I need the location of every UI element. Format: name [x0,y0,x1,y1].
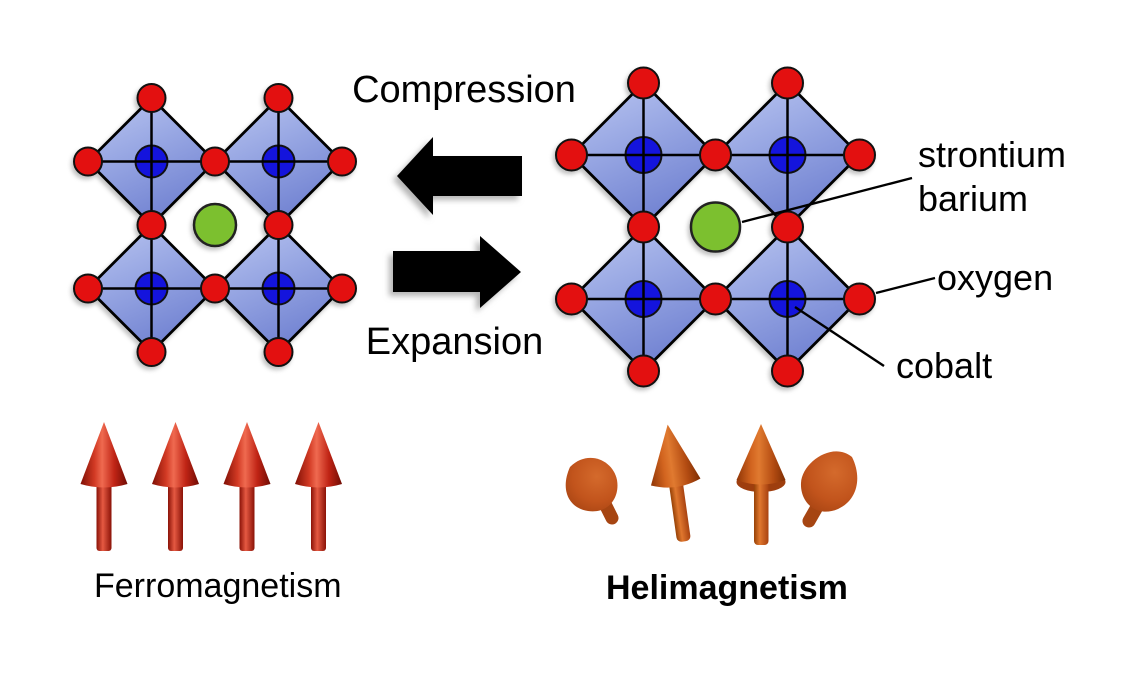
heli-spin-arrow-up [736,424,786,545]
oxygen-atom [627,66,660,100]
oxygen-atom [73,273,103,304]
oxygen-atom [771,354,804,388]
oxygen-atom [200,146,230,177]
ferro-spin-arrow [223,422,271,551]
cobalt-leader-line [794,305,885,368]
oxygen-atom [627,210,660,244]
oxygen-atom [699,138,732,172]
perovskite-structure-compressed [73,83,357,367]
expansion-label: Expansion [365,321,544,363]
oxygen-label: oxygen [937,257,1054,298]
ferro-spin-arrow [295,422,342,551]
heli-spin-arrow-tilted-up [650,424,701,542]
oxygen-atom [136,210,167,240]
barium-label-line: barium [918,178,1029,219]
oxygen-atom [627,354,660,388]
strontium-barium-atom [192,202,238,248]
helimagnetism-spin-arrows [565,424,858,545]
expansion-arrow-icon [393,236,521,308]
oxygen-atom [200,273,230,304]
oxygen-atom [327,146,357,177]
helimagnetism-label: Helimagnetism [606,569,848,607]
heli-spin-arrow-out-left [565,457,619,525]
oxygen-atom [73,146,103,177]
oxygen-atom [263,337,294,367]
ferro-spin-arrow [152,422,199,551]
oxygen-atom [136,83,167,113]
oxygen-atom [555,282,588,316]
compression-arrow-icon [397,137,522,215]
strontium-barium-atom [689,201,742,253]
oxygen-atom [136,337,167,367]
oxygen-leader-line [875,276,936,295]
heli-spin-arrow-out-right [800,451,858,528]
strontium-barium-label: strontium barium [918,133,1066,221]
oxygen-atom [843,138,876,172]
strontium-barium-leader-line [741,176,913,224]
strontium-label-line: strontium [918,134,1067,175]
cobalt-label: cobalt [896,345,993,386]
ferro-spin-arrow [80,422,128,551]
oxygen-atom [843,282,876,316]
ferromagnetism-label: Ferromagnetism [94,567,342,605]
oxygen-atom [263,210,294,240]
ferromagnetism-spin-arrows [80,422,342,551]
oxygen-atom [699,282,732,316]
oxygen-atom [771,66,804,100]
oxygen-atom [771,210,804,244]
compression-label: Compression [352,69,576,111]
oxygen-atom [263,83,294,113]
oxygen-atom [555,138,588,172]
oxygen-atom [327,273,357,304]
perovskite-structure-expanded [555,66,876,388]
